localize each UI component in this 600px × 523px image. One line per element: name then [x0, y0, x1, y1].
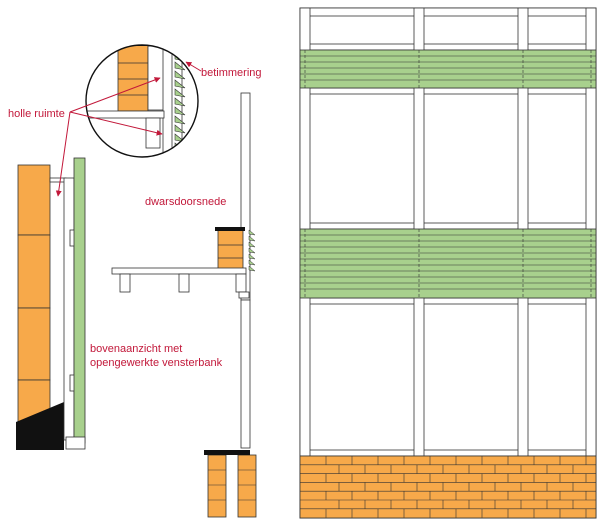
annotation-arrows — [55, 61, 202, 197]
black-sill-block — [16, 402, 64, 450]
label-holle-ruimte: holle ruimte — [8, 108, 65, 120]
cavity-frame — [49, 177, 67, 183]
brick-base — [299, 455, 597, 519]
green-cladding-top-view — [73, 157, 86, 444]
louvre-slats-section — [248, 229, 256, 272]
cross-section — [111, 92, 257, 518]
label-betimmering: betimmering — [201, 67, 262, 79]
brick-column — [17, 164, 51, 423]
green-louvre-band-upper — [299, 49, 597, 89]
window-frame-top-view — [63, 177, 75, 441]
label-bovenaanzicht-line1: bovenaanzicht met — [90, 343, 182, 355]
green-louvre-band-lower — [299, 228, 597, 299]
labels: holle ruimte betimmering dwarsdoorsnede … — [8, 67, 262, 369]
top-view — [16, 157, 86, 450]
detail-zoom-circle — [85, 44, 199, 158]
label-bovenaanzicht-line2: opengewerkte vensterbank — [90, 357, 223, 369]
label-dwarsdoorsnede: dwarsdoorsnede — [145, 196, 226, 208]
front-elevation — [299, 7, 597, 519]
